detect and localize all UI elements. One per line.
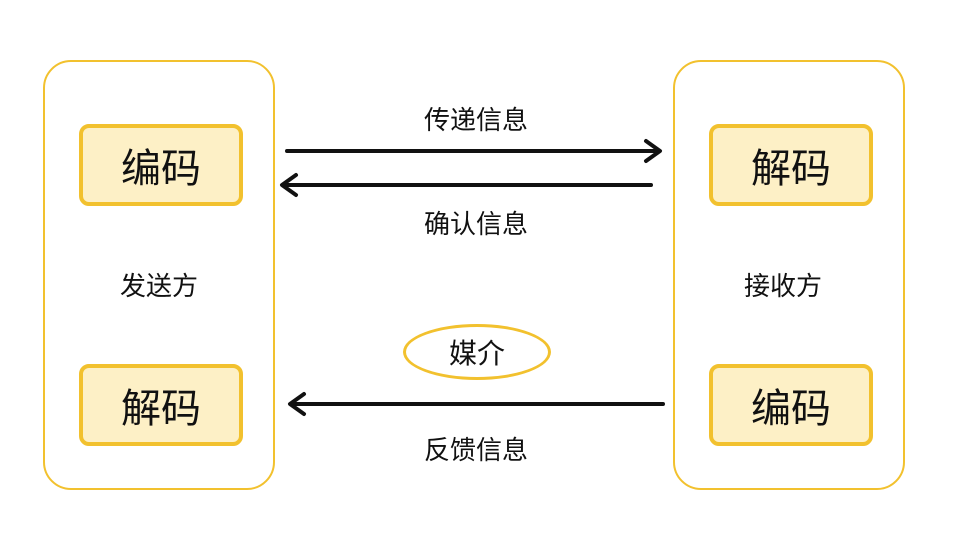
feedback-arrow: [288, 392, 665, 416]
confirm-info-label: 确认信息: [423, 210, 528, 240]
receiver-encode-box: 编码: [709, 364, 873, 446]
send-info-label: 传递信息: [423, 106, 528, 136]
sender-encode-label: 编码: [121, 146, 201, 192]
feedback-info-label: 反馈信息: [423, 436, 528, 466]
confirm-arrow: [280, 173, 653, 197]
sender-decode-box: 解码: [79, 364, 243, 446]
receiver-decode-label: 解码: [751, 146, 831, 192]
sender-label: 发送方: [119, 272, 198, 302]
receiver-encode-label: 编码: [751, 386, 831, 432]
medium-label: 媒介: [448, 337, 505, 370]
sender-decode-label: 解码: [121, 386, 201, 432]
sender-encode-box: 编码: [79, 124, 243, 206]
medium-ellipse: 媒介: [403, 324, 551, 380]
receiver-label: 接收方: [743, 272, 822, 302]
receiver-decode-box: 解码: [709, 124, 873, 206]
send-arrow: [285, 139, 662, 163]
